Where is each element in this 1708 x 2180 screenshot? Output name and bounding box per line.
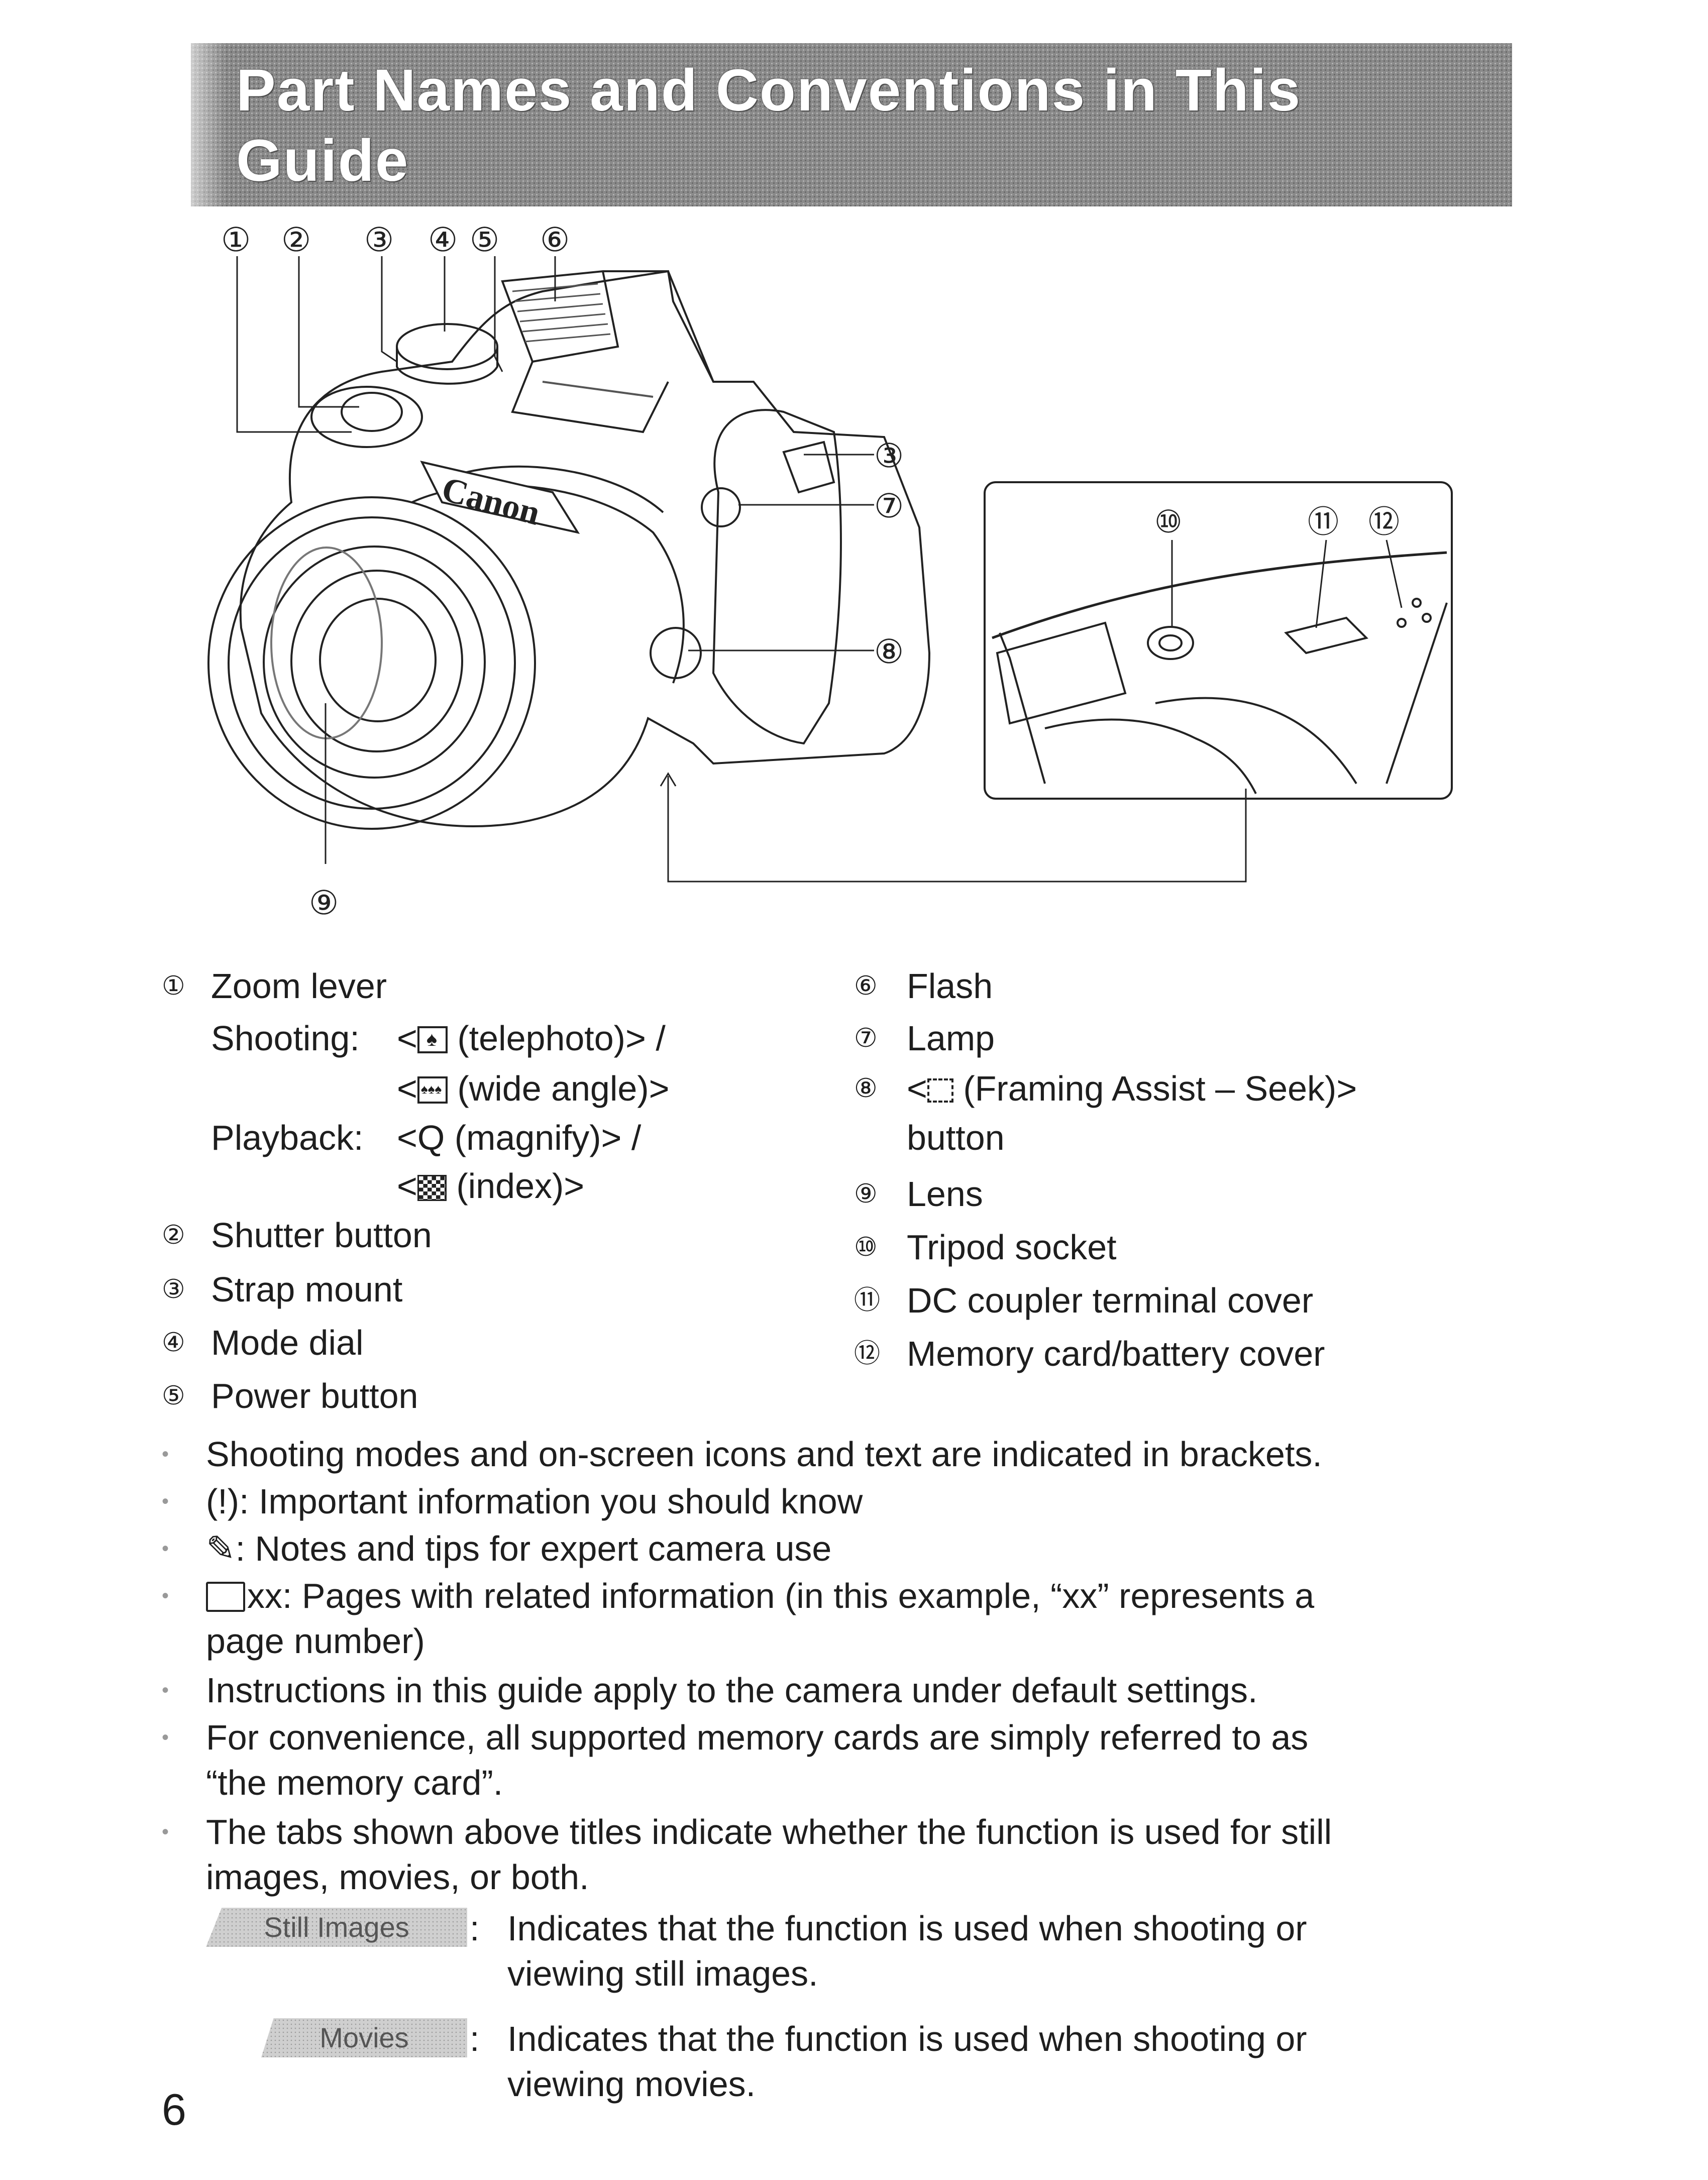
- important-icon: (!): [206, 1482, 239, 1521]
- callout-10: ⑩: [1154, 503, 1183, 540]
- legend-label-shutter: Shutter button: [211, 1214, 432, 1257]
- magnify-label: (magnify)> /: [455, 1118, 642, 1157]
- callout-1: ①: [221, 221, 251, 259]
- legend-num: ⑧: [854, 1067, 878, 1110]
- legend-label-dc-coupler: DC coupler terminal cover: [907, 1279, 1313, 1322]
- bullet-tabs-2: images, movies, or both.: [206, 1855, 1537, 1900]
- legend-num: ⑦: [854, 1017, 878, 1060]
- bullet-memory-card-2: “the memory card”.: [206, 1760, 1537, 1805]
- legend-num: ⑨: [854, 1172, 878, 1216]
- callout-6: ⑥: [540, 221, 570, 259]
- tab-colon: :: [470, 1906, 479, 1951]
- callout-9: ⑨: [309, 884, 339, 922]
- bullet-marker: •: [162, 1574, 169, 1617]
- movies-tab-label: Movies: [261, 2018, 467, 2057]
- movies-desc: Indicates that the function is used when…: [507, 2016, 1562, 2061]
- pencil-icon: ✎: [206, 1529, 236, 1568]
- dc-coupler-shape: [1286, 618, 1366, 653]
- legend-num: ⑩: [854, 1226, 878, 1269]
- framing-assist-icon: [927, 1078, 953, 1103]
- bullet-tabs: The tabs shown above titles indicate whe…: [206, 1809, 1562, 1855]
- index-label: (index)>: [456, 1166, 584, 1206]
- callout-4: ④: [428, 221, 458, 259]
- legend-num: ④: [162, 1321, 185, 1364]
- bullet-pages-text-2: page number): [206, 1618, 1537, 1664]
- telephoto-label: (telephoto)> /: [457, 1019, 665, 1058]
- legend-label-lamp: Lamp: [907, 1017, 995, 1060]
- bullet-marker: •: [162, 1716, 169, 1759]
- tab-colon: :: [470, 2016, 479, 2061]
- bullet-important: (!): Important information you should kn…: [206, 1479, 1537, 1524]
- legend-label-mode-dial: Mode dial: [211, 1321, 364, 1364]
- telephoto-icon: ♠: [417, 1026, 448, 1053]
- legend-num: ⑪: [854, 1279, 880, 1322]
- legend-label-framing-assist: < (Framing Assist – Seek)>: [907, 1067, 1357, 1110]
- camera-body: [241, 271, 929, 826]
- legend-num: ⑫: [854, 1332, 880, 1375]
- callout-3: ③: [364, 221, 394, 259]
- still-images-desc-2: viewing still images.: [507, 1951, 1562, 1996]
- index-row: < (index)>: [397, 1164, 584, 1208]
- bullet-marker: •: [162, 1810, 169, 1854]
- bullet-important-text: : Important information you should know: [239, 1482, 863, 1521]
- legend-label-strap-mount: Strap mount: [211, 1268, 402, 1311]
- zoom-playback-label: Playback:: [211, 1116, 363, 1159]
- movies-desc-2: viewing movies.: [507, 2061, 1562, 2107]
- camera-grip: [713, 410, 841, 743]
- camera-front-illustration: Canon ① ② ③ ④ ⑤ ⑥ ③ ⑦ ⑧ ⑨: [0, 0, 1708, 954]
- bullet-pages-text: xx: Pages with related information (in t…: [247, 1576, 1314, 1615]
- magnify-icon: Q: [417, 1118, 445, 1157]
- legend-label-lens: Lens: [907, 1172, 983, 1216]
- flash-unit: [502, 271, 618, 362]
- callout-3b: ③: [874, 437, 904, 475]
- legend-label-flash: Flash: [907, 964, 993, 1008]
- legend-label-memory-card: Memory card/battery cover: [907, 1332, 1325, 1375]
- callout-11: ⑪: [1308, 503, 1339, 540]
- callout-12: ⑫: [1368, 503, 1400, 540]
- zoom-shooting-label: Shooting:: [211, 1017, 360, 1060]
- bullet-marker: •: [162, 1669, 169, 1712]
- magnify-row: <Q (magnify)> /: [397, 1116, 641, 1159]
- still-images-desc: Indicates that the function is used when…: [507, 1906, 1562, 1951]
- bullet-notes-text: : Notes and tips for expert camera use: [236, 1529, 832, 1568]
- bullet-marker: •: [162, 1527, 169, 1570]
- callout-2: ②: [281, 221, 311, 259]
- page-number: 6: [162, 2085, 186, 2135]
- legend-label-power: Power button: [211, 1374, 418, 1418]
- lamp-shape: [702, 488, 740, 526]
- book-icon: [206, 1582, 245, 1612]
- bullet-notes: ✎: Notes and tips for expert camera use: [206, 1526, 1537, 1571]
- bullet-brackets: Shooting modes and on-screen icons and t…: [206, 1432, 1537, 1477]
- legend-num: ①: [162, 964, 185, 1008]
- still-images-tab-label: Still Images: [206, 1908, 467, 1947]
- callout-7: ⑦: [874, 487, 904, 525]
- legend-num: ⑥: [854, 964, 878, 1008]
- wide-angle-icon: ♠♠♠: [417, 1076, 448, 1104]
- telephoto-row: <♠ (telephoto)> /: [397, 1017, 666, 1060]
- legend-num: ③: [162, 1268, 185, 1311]
- framing-assist-text: (Framing Assist – Seek)>: [963, 1069, 1357, 1108]
- callout-5: ⑤: [470, 221, 499, 259]
- bullet-pages: xx: Pages with related information (in t…: [206, 1573, 1562, 1618]
- legend-num: ⑤: [162, 1374, 185, 1418]
- bullet-memory-card: For convenience, all supported memory ca…: [206, 1715, 1537, 1760]
- framing-button-shape: [651, 628, 701, 678]
- legend-label-zoom-lever: Zoom lever: [211, 964, 387, 1008]
- bullet-marker: •: [162, 1480, 169, 1523]
- shutter-shape: [342, 393, 402, 431]
- wide-angle-label: (wide angle)>: [457, 1069, 669, 1108]
- legend-label-tripod: Tripod socket: [907, 1226, 1117, 1269]
- legend-num: ②: [162, 1214, 185, 1257]
- callout-8: ⑧: [874, 632, 904, 671]
- wide-row: <♠♠♠ (wide angle)>: [397, 1067, 670, 1110]
- bullet-marker: •: [162, 1433, 169, 1476]
- tripod-socket-shape: [1148, 627, 1193, 659]
- legend-label-framing-button: button: [907, 1116, 1005, 1159]
- index-icon: [417, 1175, 447, 1201]
- bullet-default-settings: Instructions in this guide apply to the …: [206, 1668, 1537, 1713]
